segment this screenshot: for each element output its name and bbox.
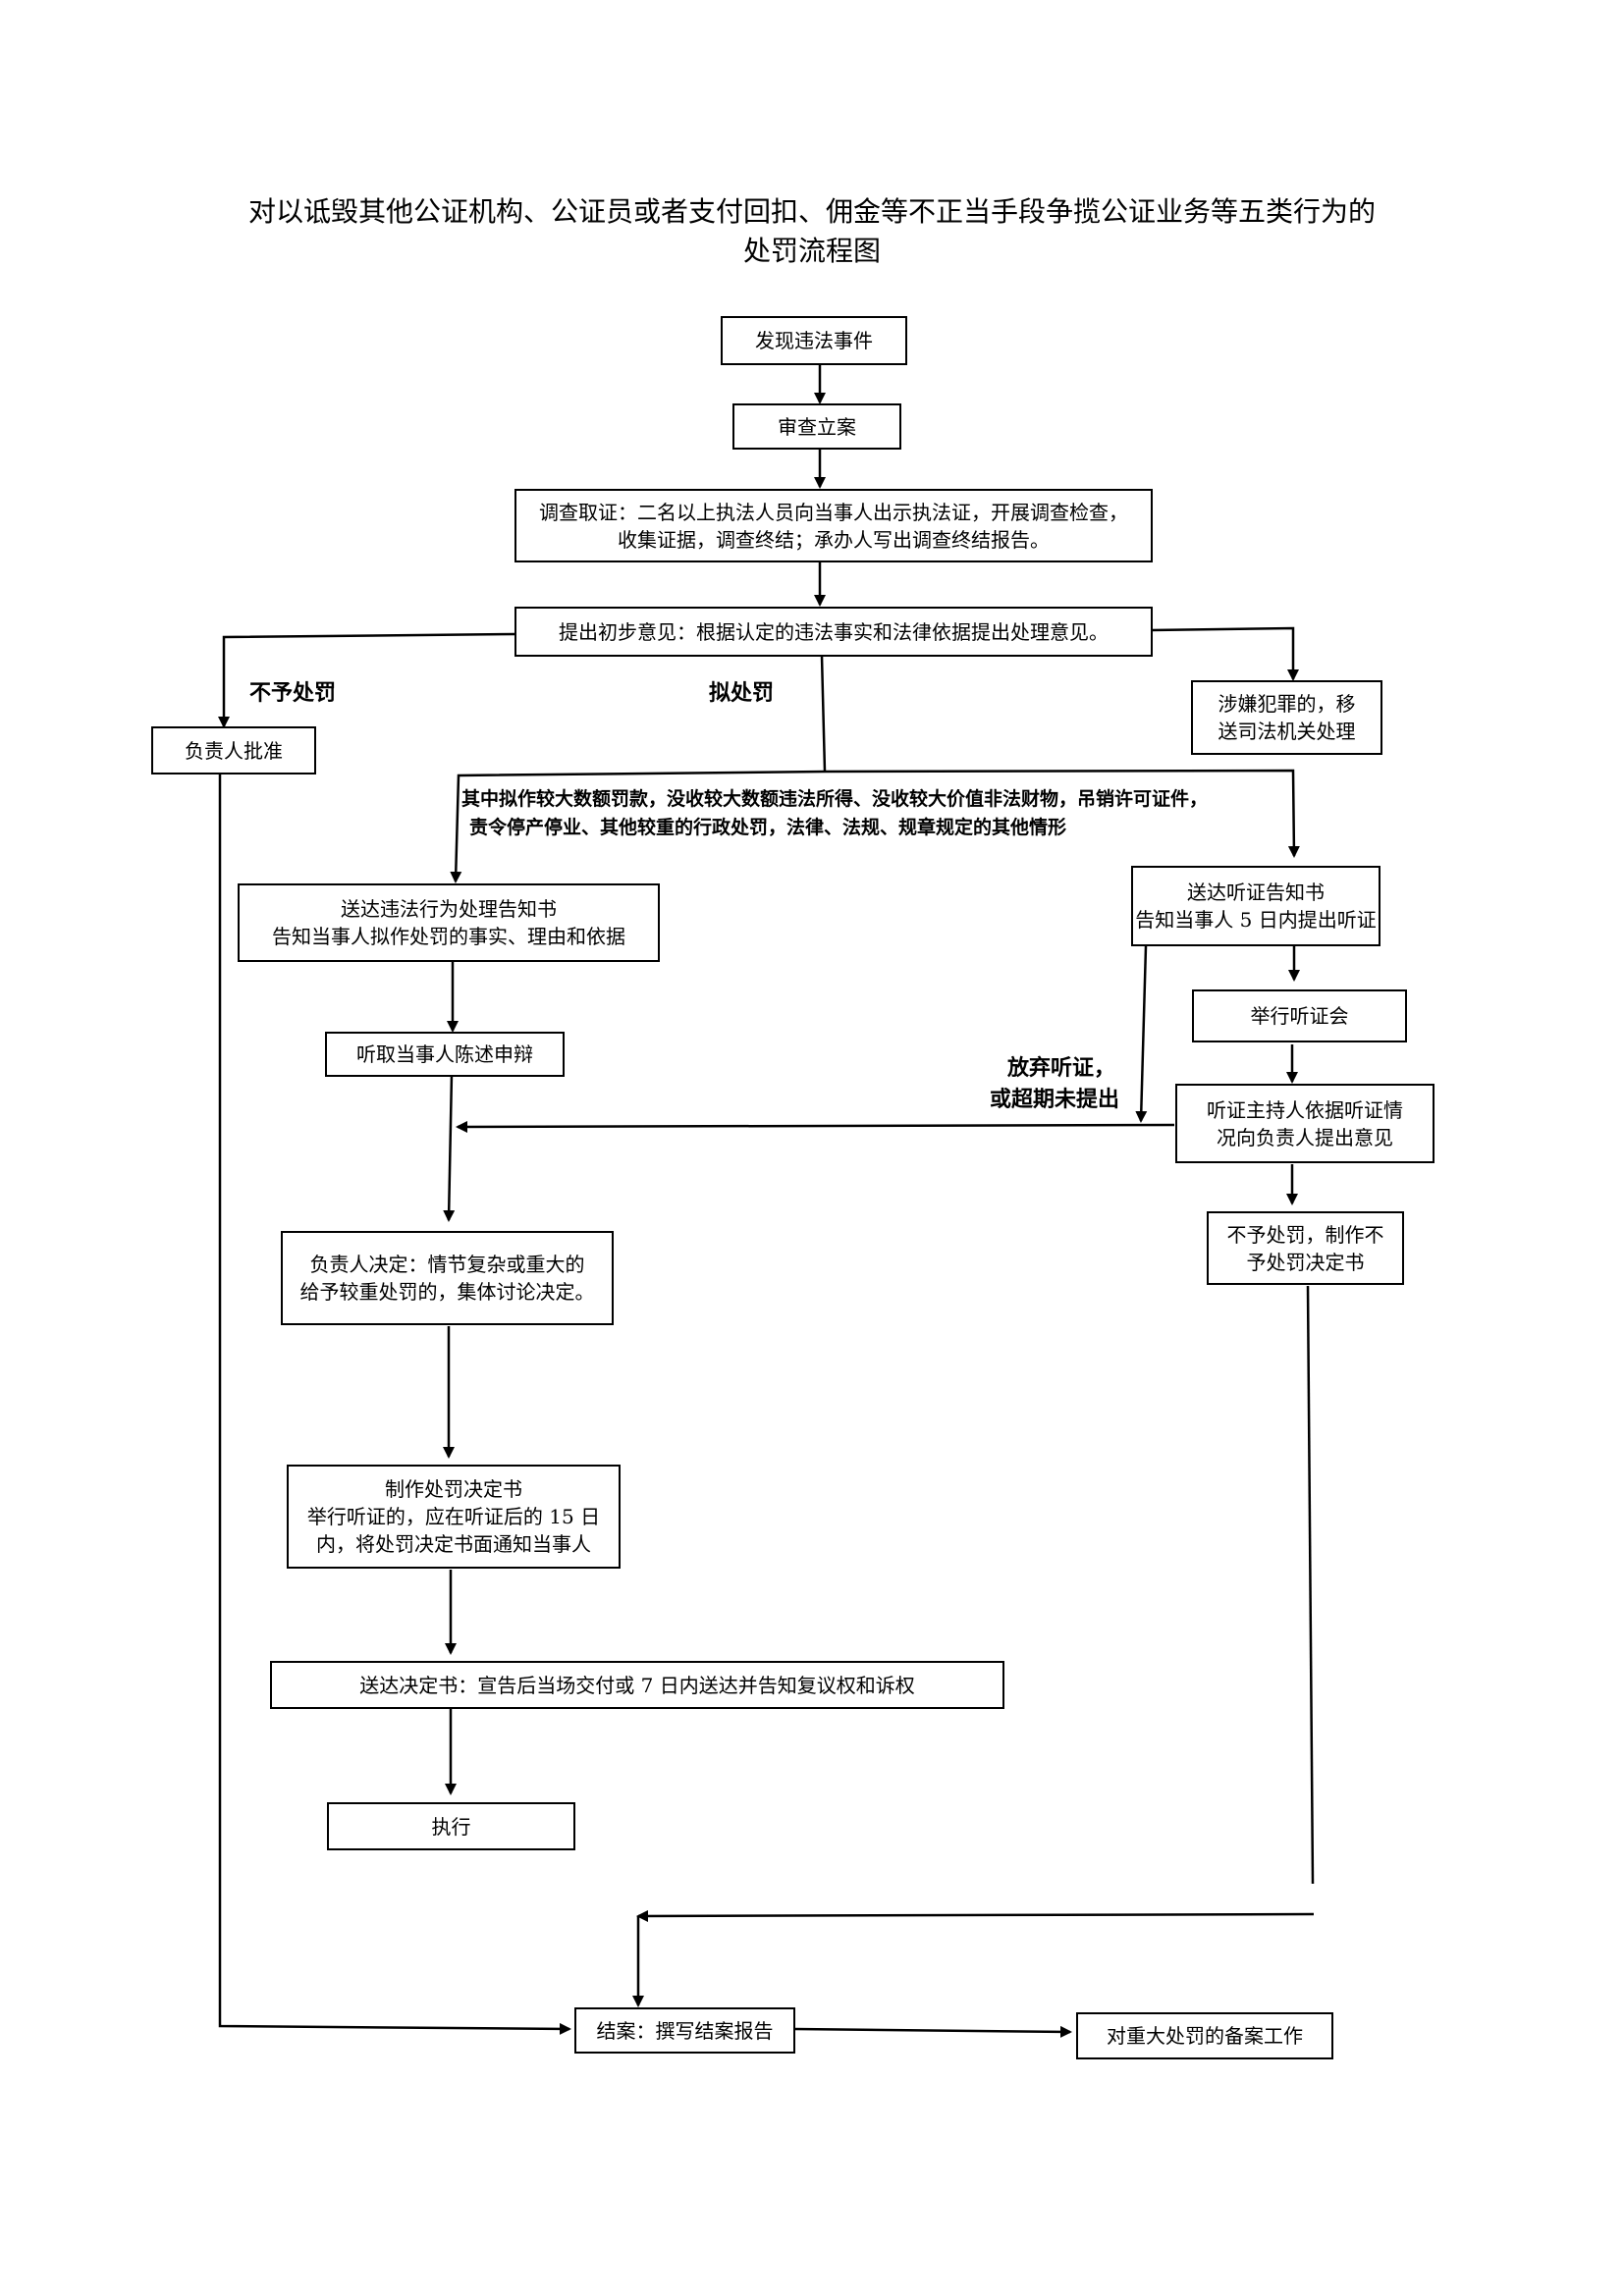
node-hearing-notice: 送达听证告知书 告知当事人 5 日内提出听证 xyxy=(1131,866,1380,946)
arrow-preliminary-approve xyxy=(218,632,515,728)
page-title-line2: 处罚流程图 xyxy=(742,235,881,267)
node-no-penalty-decision-line2: 予处罚决定书 xyxy=(1246,1250,1365,1274)
arrow-waive-hearing xyxy=(1135,945,1148,1123)
node-record-major: 对重大处罚的备案工作 xyxy=(1076,2012,1333,2059)
label-no-penalty: 不予处罚 xyxy=(249,681,337,706)
node-hearing-notice-line1: 送达听证告知书 xyxy=(1187,881,1325,904)
node-penalty-notice-line1: 送达违法行为处理告知书 xyxy=(341,897,557,921)
page-title-line1: 对以诋毁其他公证机构、公证员或者支付回扣、佣金等不正当手段争揽公证业务等五类行为… xyxy=(247,195,1376,228)
label-hearing-condition-line1: 其中拟作较大数额罚款，没收较大数额违法所得、没收较大价值非法财物，吊销许可证件， xyxy=(461,788,1209,810)
node-approve: 负责人批准 xyxy=(151,726,316,774)
node-make-decision-line3: 内，将处罚决定书面通知当事人 xyxy=(316,1532,591,1556)
node-execute-text: 执行 xyxy=(431,1814,471,1839)
node-investigate: 调查取证：二名以上执法人员向当事人出示执法证，开展调查检查， 收集证据，调查终结… xyxy=(514,489,1153,562)
node-penalty-notice: 送达违法行为处理告知书 告知当事人拟作处罚的事实、理由和依据 xyxy=(238,883,660,962)
node-investigate-line2: 收集证据，调查终结；承办人写出调查终结报告。 xyxy=(618,527,1050,552)
arrow-close-record xyxy=(793,2025,1072,2038)
node-approve-text: 负责人批准 xyxy=(185,738,283,763)
node-review-case: 审查立案 xyxy=(732,403,901,450)
node-transfer-judicial-line2: 送司法机关处理 xyxy=(1218,720,1356,743)
node-investigate-line1: 调查取证：二名以上执法人员向当事人出示执法证，开展调查检查， xyxy=(539,500,1128,524)
node-discover-violation: 发现违法事件 xyxy=(721,316,907,365)
node-listen-defense-text: 听取当事人陈述申辩 xyxy=(356,1042,533,1066)
arrow-opinion-main xyxy=(456,1120,1175,1133)
label-hearing-condition-line2: 责令停产停业、其他较重的行政处罚，法律、法规、规章规定的其他情形 xyxy=(469,817,1067,838)
node-hearing-opinion: 听证主持人依据听证情 况向负责人提出意见 xyxy=(1175,1084,1435,1163)
arrow-split-notice xyxy=(450,770,826,883)
arrow-listen-decide xyxy=(443,1073,456,1222)
label-waive-hearing-line1: 放弃听证， xyxy=(1007,1056,1116,1081)
node-execute: 执行 xyxy=(327,1802,575,1850)
arrow-nopenalty-back xyxy=(636,1909,1315,1922)
node-hold-hearing-text: 举行听证会 xyxy=(1250,1004,1349,1028)
node-discover-violation-text: 发现违法事件 xyxy=(755,329,873,352)
arrow-approve-close xyxy=(218,774,571,2035)
arrow-preliminary-transfer xyxy=(1150,626,1299,681)
node-hearing-notice-line2: 告知当事人 5 日内提出听证 xyxy=(1135,908,1377,932)
node-deliver-decision-text: 送达决定书：宣告后当场交付或 7 日内送达并告知复议权和诉权 xyxy=(359,1673,915,1697)
node-transfer-judicial-line1: 涉嫌犯罪的，移 xyxy=(1218,692,1356,716)
label-propose-penalty: 拟处罚 xyxy=(709,681,775,706)
node-hearing-opinion-line2: 况向负责人提出意见 xyxy=(1217,1125,1393,1149)
node-no-penalty-decision: 不予处罚，制作不 予处罚决定书 xyxy=(1207,1211,1404,1285)
node-close-case-text: 结案：撰写结案报告 xyxy=(596,2018,774,2043)
node-review-case-text: 审查立案 xyxy=(778,414,856,439)
node-deliver-decision: 送达决定书：宣告后当场交付或 7 日内送达并告知复议权和诉权 xyxy=(270,1661,1004,1709)
label-waive-hearing-line2: 或超期未提出 xyxy=(990,1088,1120,1112)
node-penalty-notice-line2: 告知当事人拟作处罚的事实、理由和依据 xyxy=(272,925,625,948)
node-hold-hearing: 举行听证会 xyxy=(1192,989,1407,1042)
node-transfer-judicial: 涉嫌犯罪的，移 送司法机关处理 xyxy=(1191,680,1382,755)
node-leader-decision: 负责人决定：情节复杂或重大的 给予较重处罚的，集体讨论决定。 xyxy=(281,1231,614,1325)
node-preliminary-opinion-text: 提出初步意见：根据认定的违法事实和法律依据提出处理意见。 xyxy=(559,619,1109,644)
node-hearing-opinion-line1: 听证主持人依据听证情 xyxy=(1207,1097,1403,1122)
line-preliminary-down xyxy=(820,655,827,773)
node-no-penalty-decision-line1: 不予处罚，制作不 xyxy=(1226,1222,1384,1247)
line-nopenalty-down xyxy=(1306,1285,1315,1885)
node-preliminary-opinion: 提出初步意见：根据认定的违法事实和法律依据提出处理意见。 xyxy=(514,607,1153,657)
node-make-decision-line2: 举行听证的，应在听证后的 15 日 xyxy=(306,1505,601,1528)
node-leader-decision-line1: 负责人决定：情节复杂或重大的 xyxy=(309,1253,585,1276)
node-listen-defense: 听取当事人陈述申辩 xyxy=(325,1032,565,1077)
node-record-major-text: 对重大处罚的备案工作 xyxy=(1107,2024,1303,2048)
node-leader-decision-line2: 给予较重处罚的，集体讨论决定。 xyxy=(299,1280,595,1304)
node-close-case: 结案：撰写结案报告 xyxy=(574,2007,795,2054)
node-make-decision-line1: 制作处罚决定书 xyxy=(385,1477,522,1501)
arrow-split-hearing-notice xyxy=(824,769,1300,858)
node-make-decision: 制作处罚决定书 举行听证的，应在听证后的 15 日 内，将处罚决定书面通知当事人 xyxy=(287,1465,621,1569)
